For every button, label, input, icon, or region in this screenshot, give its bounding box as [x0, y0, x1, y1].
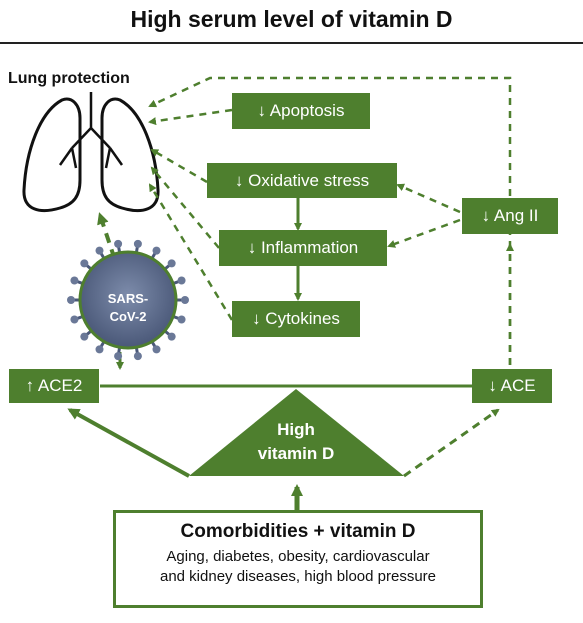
ang-ii-arrows — [387, 183, 514, 378]
high-vitamin-d-triangle — [189, 389, 404, 476]
ace2-box: ↑ ACE2 — [9, 369, 99, 403]
comorbidities-desc-line2: and kidney diseases, high blood pressure — [159, 568, 436, 585]
comorbidities-description: Aging, diabetes, obesity, cardiovascular… — [116, 547, 480, 587]
triangle-label-line1: High — [277, 420, 315, 439]
comorbidities-desc-line1: Aging, diabetes, obesity, cardiovascular — [166, 548, 430, 565]
comorbidities-box: Comorbidities + vitamin D Aging, diabete… — [113, 510, 483, 608]
ace-box: ↓ ACE — [472, 369, 552, 403]
triangle-label: High vitamin D — [228, 418, 364, 466]
page-title: High serum level of vitamin D — [130, 6, 453, 32]
triangle-to-ace-arrow — [403, 408, 500, 478]
virus-label: SARS- CoV-2 — [88, 290, 168, 326]
oxidative-stress-box: ↓ Oxidative stress — [207, 163, 397, 198]
comorbidities-title: Comorbidities + vitamin D — [180, 521, 416, 542]
lung-protection-label: Lung protection — [8, 70, 130, 87]
triangle-to-ace2-arrow — [67, 408, 190, 478]
virus-label-line2: CoV-2 — [109, 309, 147, 324]
apoptosis-box: ↓ Apoptosis — [232, 93, 370, 129]
sars-cov-2-virus-icon — [67, 239, 189, 361]
inflammation-box: ↓ Inflammation — [219, 230, 387, 266]
virus-label-line1: SARS- — [107, 291, 149, 306]
triangle-label-line2: vitamin D — [257, 444, 335, 463]
title-divider — [0, 42, 583, 44]
cytokines-box: ↓ Cytokines — [232, 301, 360, 337]
ang-ii-box: ↓ Ang II — [462, 198, 558, 234]
lungs-icon — [22, 92, 160, 213]
